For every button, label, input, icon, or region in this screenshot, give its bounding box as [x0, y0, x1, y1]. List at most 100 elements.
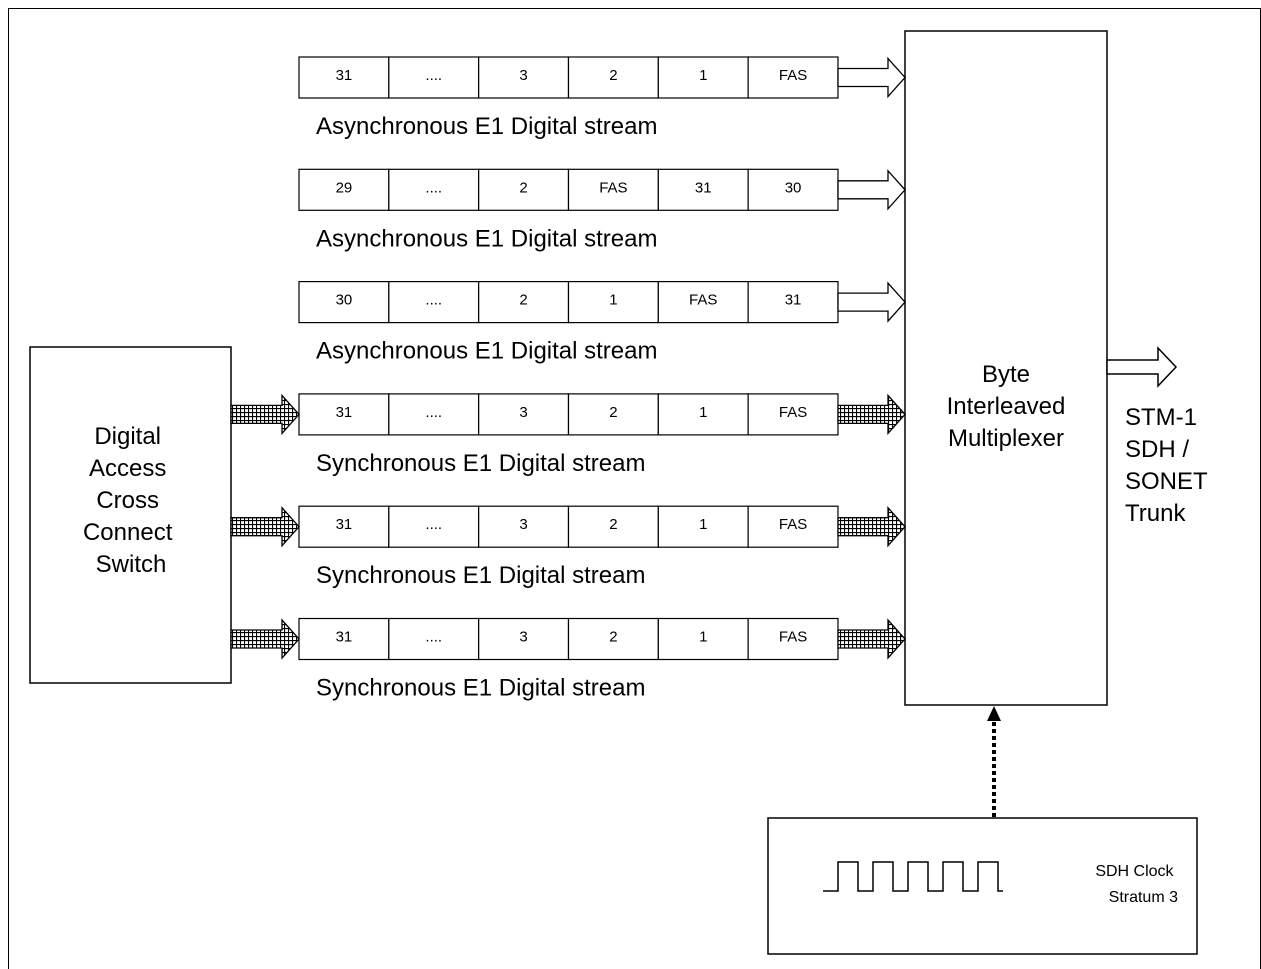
- frame-cell-label: 1: [699, 629, 707, 646]
- frame-cell-label: FAS: [779, 404, 807, 421]
- frame-cell-label: ....: [425, 516, 442, 533]
- dacs-output-arrow: [230, 618, 300, 660]
- stream-caption: Asynchronous E1 Digital stream: [316, 113, 657, 140]
- multiplexer-label-line-1: Byte: [982, 361, 1030, 388]
- dacs-label-line: Cross: [96, 487, 159, 514]
- frame-cell-label: 31: [695, 179, 712, 196]
- frame-cell: [567, 281, 659, 324]
- async-stream-arrow: [837, 281, 906, 323]
- frame-cell-label: 2: [519, 179, 527, 196]
- frame-cell-label: 3: [519, 404, 527, 421]
- frame-cell: [388, 393, 480, 436]
- clock-waveform-icon: [823, 861, 1003, 892]
- frame-cell: [388, 617, 480, 661]
- sdh-clock-label-line: SDH Clock: [1095, 863, 1174, 880]
- frame-cell-label: 2: [609, 67, 617, 84]
- stream-caption: Synchronous E1 Digital stream: [316, 675, 645, 702]
- trunk-output-arrow: [1106, 346, 1178, 388]
- stream-caption: Synchronous E1 Digital stream: [316, 450, 645, 477]
- stream-caption: Asynchronous E1 Digital stream: [316, 225, 657, 252]
- sdh-clock-label-line: Stratum 3: [1109, 889, 1178, 906]
- sdh-clock-block: SDH Clock Stratum 3: [767, 817, 1198, 955]
- trunk-label-line: Trunk: [1125, 500, 1186, 527]
- dacs-label-line: Switch: [96, 551, 167, 578]
- frame-cell: [298, 505, 390, 548]
- frame-cell: [478, 281, 570, 324]
- frame-cell-label: 31: [336, 516, 353, 533]
- sdh-clock-label: SDH Clock Stratum 3: [1095, 863, 1178, 906]
- frame-cell: [298, 393, 390, 436]
- multiplexer-box: [904, 30, 1108, 706]
- dacs-output-arrow: [230, 505, 300, 548]
- frame-cell-label: 2: [609, 629, 617, 646]
- frame-cell: [657, 617, 749, 661]
- frame-cell: [567, 393, 659, 436]
- frame-cell-label: 31: [785, 292, 802, 309]
- frame-cell-label: FAS: [779, 67, 807, 84]
- async-stream-arrow: [837, 169, 906, 211]
- frame-cell-label: 1: [699, 404, 707, 421]
- stream-caption: Synchronous E1 Digital stream: [316, 562, 645, 589]
- frame-cell-label: 2: [519, 292, 527, 309]
- frame-cell: [657, 393, 749, 436]
- frame-cell: [747, 393, 839, 436]
- clock-signal-arrowhead: [987, 706, 1001, 721]
- frame-cell-label: 30: [785, 179, 802, 196]
- frame-cell-label: FAS: [779, 629, 807, 646]
- frame-cell: [747, 505, 839, 548]
- sync-stream-row: 31.... 3 2 1 FAS Synchronous E1 Digital strea…: [230, 617, 906, 702]
- dacs-output-arrow: [230, 393, 300, 436]
- frame-cell-label: 31: [336, 629, 353, 646]
- multiplexer-label-line-3: Multiplexer: [948, 425, 1064, 452]
- frame-cell: [747, 281, 839, 324]
- dacs-label: Digital Access Cross Connect Switch: [83, 423, 179, 578]
- trunk-label-line: SDH /: [1125, 436, 1189, 463]
- frame-cell: [567, 168, 659, 211]
- frame-cell: [298, 281, 390, 324]
- frame-cell: [567, 505, 659, 548]
- frame-cell-label: ....: [425, 629, 442, 646]
- stream-caption: Asynchronous E1 Digital stream: [316, 338, 657, 365]
- frame-cell: [388, 505, 480, 548]
- frame-cell: [298, 617, 390, 661]
- frame-cell-label: ....: [425, 404, 442, 421]
- frame-cell: [657, 505, 749, 548]
- frame-cell-label: 29: [336, 179, 353, 196]
- frame-cell: [388, 56, 480, 99]
- frame-cell-label: 3: [519, 516, 527, 533]
- frame-cell: [747, 56, 839, 99]
- trunk-label: STM-1 SDH / SONET Trunk: [1125, 404, 1214, 527]
- trunk-label-line: STM-1: [1125, 404, 1197, 431]
- sdh-clock-box: [767, 817, 1198, 955]
- frame-cell-label: 3: [519, 67, 527, 84]
- sync-stream-arrow: [837, 505, 906, 548]
- sync-stream-arrow: [837, 618, 906, 660]
- frame-cell-label: 2: [609, 404, 617, 421]
- dacs-label-line: Access: [89, 455, 166, 482]
- frame-cell: [747, 168, 839, 211]
- frame-cell: [388, 281, 480, 324]
- frame-cell-label: 1: [609, 292, 617, 309]
- dacs-label-line: Connect: [83, 519, 173, 546]
- frame-cell-label: ....: [425, 292, 442, 309]
- frame-cell: [478, 168, 570, 211]
- frame-cell-label: FAS: [779, 516, 807, 533]
- sync-stream-arrow: [837, 393, 906, 436]
- dacs-label-line: Digital: [94, 423, 161, 450]
- frame-cell: [478, 617, 570, 661]
- async-stream-arrow: [837, 56, 906, 99]
- frame-cell-label: 30: [336, 292, 353, 309]
- frame-cell-label: 1: [699, 516, 707, 533]
- frame-cell: [388, 168, 480, 211]
- frame-cell-label: 1: [699, 67, 707, 84]
- frame-cell-label: 3: [519, 629, 527, 646]
- multiplexer-block: [904, 30, 1108, 706]
- frame-cell: [657, 168, 749, 211]
- frame-cell: [478, 56, 570, 99]
